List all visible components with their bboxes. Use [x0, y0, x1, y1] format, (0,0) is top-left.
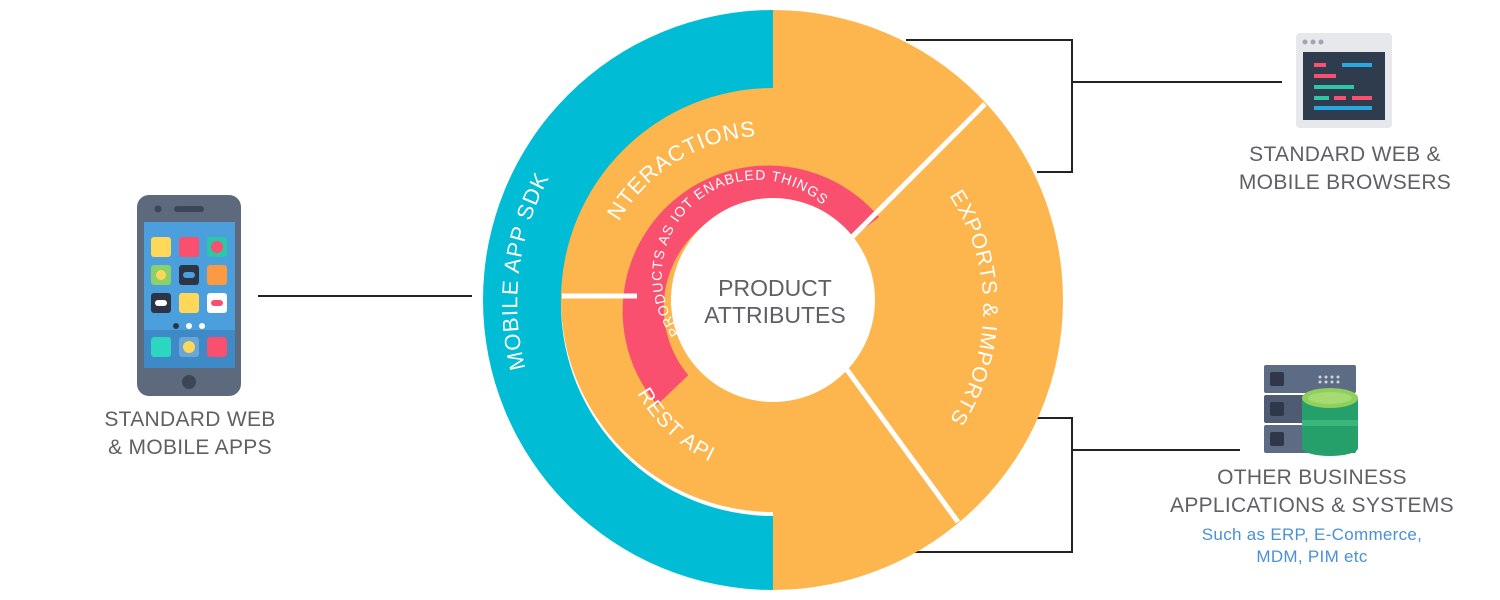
bottom-right-caption-line1: OTHER BUSINESS [1217, 466, 1407, 489]
separator-upper-right [847, 102, 987, 243]
center-title-line2: ATTRIBUTES [704, 302, 845, 328]
connector-top-right-bracket [906, 39, 1073, 173]
center-title-line1: PRODUCT [718, 275, 832, 301]
connector-lines [258, 39, 1282, 553]
bottom-right-caption: OTHER BUSINESS APPLICATIONS & SYSTEMS Su… [1152, 464, 1472, 568]
connector-bottom-right-bracket [906, 417, 1073, 553]
server-database-icon [1264, 365, 1358, 456]
bottom-right-subcaption-line2: MDM, PIM etc [1256, 547, 1368, 566]
top-right-caption-line1: STANDARD WEB & [1249, 143, 1441, 166]
top-right-caption-line2: MOBILE BROWSERS [1238, 171, 1452, 194]
browser-window-icon [1296, 33, 1392, 128]
bottom-right-caption-line2: APPLICATIONS & SYSTEMS [1170, 494, 1454, 517]
ring-separators [562, 102, 987, 524]
separator-lower-right [839, 361, 961, 524]
smartphone-icon [137, 195, 241, 396]
left-caption-line2: & MOBILE APPS [108, 436, 272, 459]
ring-segment-iot [622, 165, 880, 405]
left-caption-line1: STANDARD WEB [104, 408, 276, 431]
ring-segment-mobile-sdk [483, 10, 773, 590]
center-circle [671, 198, 875, 402]
left-caption: STANDARD WEB & MOBILE APPS [70, 406, 310, 462]
bottom-right-subcaption-line1: Such as ERP, E-Commerce, [1201, 525, 1423, 544]
top-right-caption: STANDARD WEB & MOBILE BROWSERS [1210, 141, 1480, 197]
